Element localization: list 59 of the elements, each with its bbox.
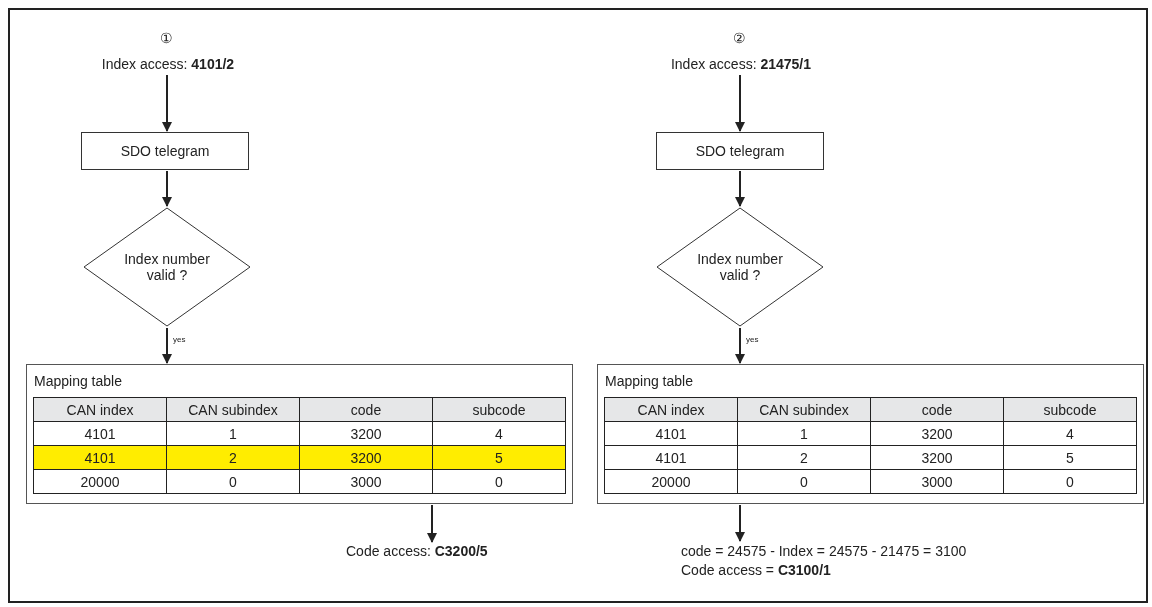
- table-header-cell: CAN subindex: [737, 397, 871, 422]
- decision-diamond: [83, 207, 251, 327]
- annotation-text: Code access: C3200/5: [346, 543, 546, 561]
- decision-diamond: [656, 207, 824, 327]
- arrow: [427, 504, 437, 543]
- annotation-text: Index access: 4101/2: [68, 56, 268, 74]
- table-cell: 4101: [33, 445, 167, 470]
- table-cell: 4101: [33, 421, 167, 446]
- table-cell: 5: [432, 445, 566, 470]
- table-cell: 2: [737, 445, 871, 470]
- table-header-cell: subcode: [1003, 397, 1137, 422]
- table-cell: 3200: [870, 445, 1004, 470]
- arrow: [735, 327, 745, 364]
- step-number: ②: [733, 30, 746, 46]
- table-header-cell: subcode: [432, 397, 566, 422]
- table-cell: 3000: [870, 469, 1004, 494]
- decision-text: Index number valid ?: [123, 251, 211, 283]
- table-cell: 20000: [604, 469, 738, 494]
- table-cell: 4: [432, 421, 566, 446]
- table-cell: 3200: [870, 421, 1004, 446]
- edge-label: yes: [746, 335, 759, 344]
- table-cell: 0: [432, 469, 566, 494]
- table-cell: 1: [737, 421, 871, 446]
- edge-label: yes: [173, 335, 186, 344]
- table-title: Mapping table: [34, 373, 122, 389]
- table-cell: 20000: [33, 469, 167, 494]
- table-cell: 5: [1003, 445, 1137, 470]
- table-header-cell: CAN index: [604, 397, 738, 422]
- decision-text: Index number valid ?: [696, 251, 784, 283]
- process-box: SDO telegram: [656, 132, 824, 170]
- process-box: SDO telegram: [81, 132, 249, 170]
- table-header-cell: CAN index: [33, 397, 167, 422]
- table-header-cell: code: [870, 397, 1004, 422]
- arrow: [735, 170, 745, 207]
- table-cell: 4: [1003, 421, 1137, 446]
- table-cell: 3200: [299, 421, 433, 446]
- table-cell: 0: [1003, 469, 1137, 494]
- table-header-cell: code: [299, 397, 433, 422]
- table-panel: [26, 364, 573, 504]
- annotation-text: Index access: 21475/1: [641, 56, 841, 74]
- arrow: [735, 74, 745, 132]
- arrow: [162, 74, 172, 132]
- arrow: [162, 327, 172, 364]
- table-header-cell: CAN subindex: [166, 397, 300, 422]
- table-cell: 0: [166, 469, 300, 494]
- table-cell: 1: [166, 421, 300, 446]
- table-cell: 3200: [299, 445, 433, 470]
- table-cell: 3000: [299, 469, 433, 494]
- step-number: ①: [160, 30, 173, 46]
- table-cell: 2: [166, 445, 300, 470]
- table-cell: 4101: [604, 421, 738, 446]
- arrow: [735, 504, 745, 542]
- formula-text: code = 24575 - Index = 24575 - 21475 = 3100: [681, 542, 967, 561]
- table-cell: 4101: [604, 445, 738, 470]
- table-panel: [597, 364, 1144, 504]
- result-text: Code access = C3100/1: [681, 561, 831, 580]
- table-cell: 0: [737, 469, 871, 494]
- table-title: Mapping table: [605, 373, 693, 389]
- arrow: [162, 170, 172, 207]
